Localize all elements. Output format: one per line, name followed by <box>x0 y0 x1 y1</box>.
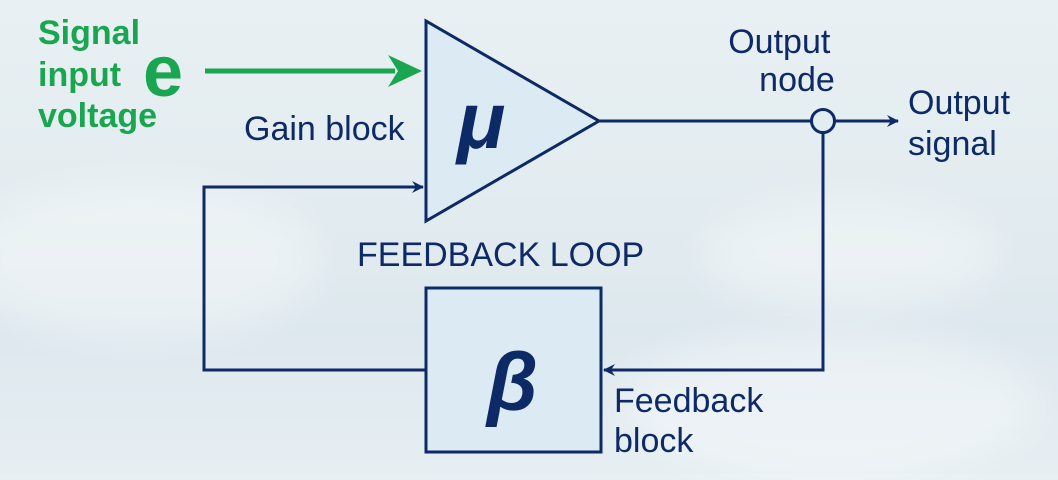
output-signal-label-line-1: Output <box>908 84 1011 122</box>
feedback-loop-path <box>202 181 426 372</box>
output-node-label-line-1: Output <box>728 23 831 61</box>
gain-symbol-mu: μ <box>455 76 505 165</box>
input-arrow <box>205 55 422 87</box>
input-symbol-e: e <box>143 32 183 112</box>
feedback-block-label: Feedback block <box>614 382 773 460</box>
background-cloud <box>620 330 1040 480</box>
gain-block-label: Gain block <box>244 110 406 148</box>
feedback-loop-label: FEEDBACK LOOP <box>357 236 644 274</box>
output-node-label-line-2: node <box>759 61 835 99</box>
input-label-line-3: voltage <box>38 97 157 135</box>
gain-block-triangle <box>424 18 602 224</box>
background-cloud <box>0 180 320 340</box>
feedback-block-label-line-2: block <box>614 422 694 460</box>
feedback-return-path <box>603 133 825 376</box>
feedback-block-label-line-1: Feedback <box>614 382 764 420</box>
output-signal-label: Output signal <box>908 84 1020 163</box>
output-node-label: Output node <box>728 23 840 99</box>
feedback-symbol-beta: β <box>485 337 538 428</box>
input-label-line-1: Signal <box>38 14 140 52</box>
input-label-line-2: input <box>38 56 121 94</box>
input-label: Signal input voltage <box>38 14 157 135</box>
feedback-block-box <box>424 286 603 454</box>
output-signal-label-line-2: signal <box>908 125 997 163</box>
background-cloud <box>700 200 1000 310</box>
output-node-circle <box>810 108 836 134</box>
